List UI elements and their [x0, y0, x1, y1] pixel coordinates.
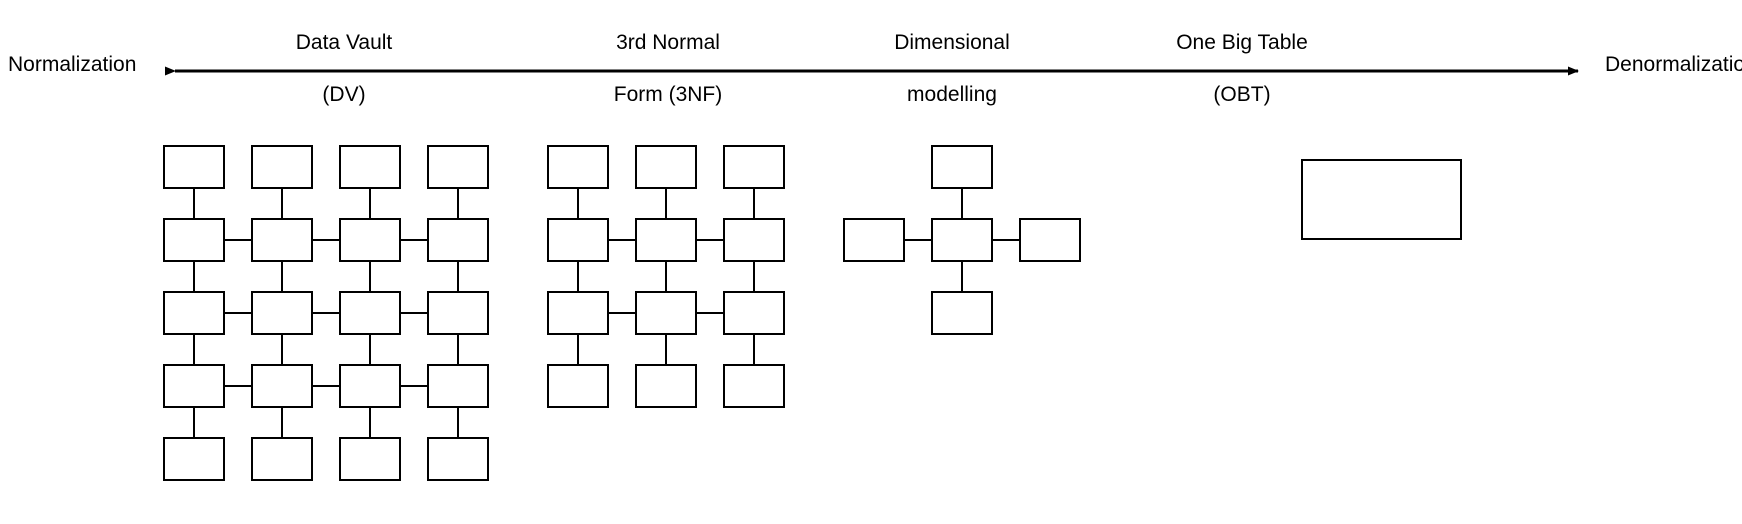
dv-box-r4c4: [427, 364, 489, 408]
3nf-connector-v-r2c2: [665, 262, 667, 291]
3nf-box-r3c2: [635, 291, 697, 335]
3nf-box-r2c3: [723, 218, 785, 262]
dim-dimension-box-top: [931, 145, 993, 189]
3nf-box-r4c1: [547, 364, 609, 408]
3nf-connector-v-r1c1: [577, 189, 579, 218]
stage-label-dimensional-modelling: Dimensional modelling: [827, 4, 1077, 134]
dv-box-r5c1: [163, 437, 225, 481]
dv-box-r5c2: [251, 437, 313, 481]
axis-label-normalization: Normalization: [8, 53, 137, 76]
dv-box-r4c3: [339, 364, 401, 408]
dv-connector-h-r2c1: [225, 239, 251, 241]
dv-box-r4c2: [251, 364, 313, 408]
dv-box-r2c1: [163, 218, 225, 262]
stage-label-dim-line2: modelling: [907, 83, 997, 106]
3nf-box-r4c3: [723, 364, 785, 408]
dv-box-r1c3: [339, 145, 401, 189]
axis-label-denormalization: Denormalization: [1605, 53, 1742, 76]
3nf-connector-h-r2c1: [609, 239, 635, 241]
dim-connector-top: [961, 189, 963, 218]
dv-connector-h-r3c1: [225, 312, 251, 314]
stage-label-3nf-line2: Form (3NF): [613, 83, 723, 106]
3nf-box-r1c2: [635, 145, 697, 189]
3nf-connector-v-r1c3: [753, 189, 755, 218]
3nf-connector-h-r3c1: [609, 312, 635, 314]
dv-box-r5c4: [427, 437, 489, 481]
3nf-box-r3c1: [547, 291, 609, 335]
stage-label-3nf-line1: 3rd Normal: [616, 31, 720, 54]
dv-connector-v-r3c2: [281, 335, 283, 364]
dv-connector-h-r4c3: [401, 385, 427, 387]
dv-connector-v-r2c2: [281, 262, 283, 291]
3nf-connector-v-r2c1: [577, 262, 579, 291]
dv-connector-v-r2c3: [369, 262, 371, 291]
dv-connector-v-r3c4: [457, 335, 459, 364]
dv-connector-v-r3c1: [193, 335, 195, 364]
stage-label-obt-line1: One Big Table: [1176, 31, 1308, 54]
dim-connector-right: [993, 239, 1019, 241]
dim-connector-bottom: [961, 262, 963, 291]
3nf-box-r4c2: [635, 364, 697, 408]
dv-connector-v-r1c4: [457, 189, 459, 218]
dv-connector-v-r4c1: [193, 408, 195, 437]
dv-connector-h-r4c1: [225, 385, 251, 387]
dv-connector-v-r2c1: [193, 262, 195, 291]
dim-fact-box: [931, 218, 993, 262]
dv-box-r2c4: [427, 218, 489, 262]
dv-box-r3c3: [339, 291, 401, 335]
3nf-connector-h-r3c2: [697, 312, 723, 314]
dv-connector-v-r2c4: [457, 262, 459, 291]
dv-box-r1c4: [427, 145, 489, 189]
dv-connector-h-r3c2: [313, 312, 339, 314]
dv-connector-h-r2c2: [313, 239, 339, 241]
dv-connector-v-r1c2: [281, 189, 283, 218]
dim-connector-left: [905, 239, 931, 241]
dv-connector-v-r4c2: [281, 408, 283, 437]
dim-dimension-box-left: [843, 218, 905, 262]
dv-connector-h-r2c3: [401, 239, 427, 241]
dim-dimension-box-bottom: [931, 291, 993, 335]
stage-label-data-vault-line2: (DV): [322, 83, 366, 106]
dv-connector-v-r4c4: [457, 408, 459, 437]
dv-connector-v-r4c3: [369, 408, 371, 437]
stage-label-dim-line1: Dimensional: [894, 31, 1010, 54]
stage-label-3nf: 3rd Normal Form (3NF): [543, 4, 793, 134]
dv-box-r5c3: [339, 437, 401, 481]
3nf-box-r2c2: [635, 218, 697, 262]
dv-box-r2c3: [339, 218, 401, 262]
3nf-connector-h-r2c2: [697, 239, 723, 241]
stage-label-obt-line2: (OBT): [1213, 83, 1271, 106]
dv-connector-v-r3c3: [369, 335, 371, 364]
3nf-box-r1c1: [547, 145, 609, 189]
dim-dimension-box-right: [1019, 218, 1081, 262]
3nf-connector-v-r1c2: [665, 189, 667, 218]
3nf-connector-v-r2c3: [753, 262, 755, 291]
3nf-box-r1c3: [723, 145, 785, 189]
dv-connector-h-r3c3: [401, 312, 427, 314]
dv-connector-v-r1c1: [193, 189, 195, 218]
obt-box: [1301, 159, 1462, 240]
stage-label-data-vault-line1: Data Vault: [295, 31, 393, 54]
3nf-box-r3c3: [723, 291, 785, 335]
3nf-connector-v-r3c1: [577, 335, 579, 364]
3nf-connector-v-r3c3: [753, 335, 755, 364]
dv-connector-v-r1c3: [369, 189, 371, 218]
dv-box-r3c4: [427, 291, 489, 335]
dv-box-r1c2: [251, 145, 313, 189]
dv-box-r3c1: [163, 291, 225, 335]
stage-label-obt: One Big Table (OBT): [1117, 4, 1367, 134]
dv-box-r4c1: [163, 364, 225, 408]
dv-connector-h-r4c2: [313, 385, 339, 387]
3nf-connector-v-r3c2: [665, 335, 667, 364]
dv-box-r2c2: [251, 218, 313, 262]
3nf-box-r2c1: [547, 218, 609, 262]
dv-box-r1c1: [163, 145, 225, 189]
dv-box-r3c2: [251, 291, 313, 335]
stage-label-data-vault: Data Vault (DV): [219, 4, 469, 134]
